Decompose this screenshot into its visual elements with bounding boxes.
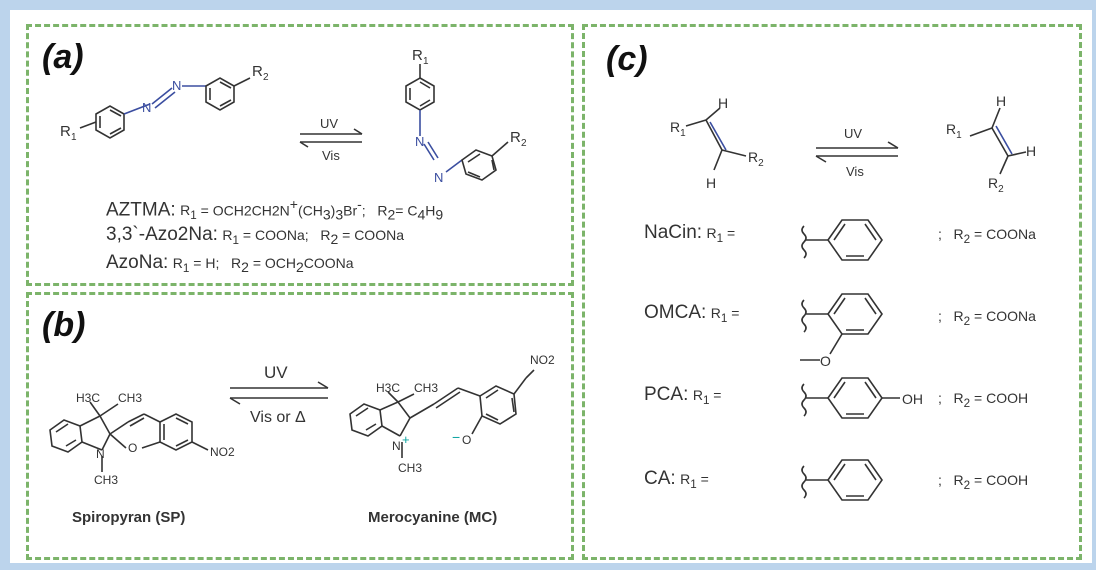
- azo-n-2: N: [172, 78, 181, 93]
- pca-oh: OH: [902, 391, 923, 407]
- cinnamate-structures: R1 H H R2 UV Vis R1 H H R2: [670, 93, 1036, 501]
- azobenzene-trans-structure: N N R 1 R 2 UV Vis N N R 1 R 2: [60, 47, 527, 185]
- omca-o: O: [820, 353, 831, 369]
- c-row-pca-r2: ; R2 = COOH: [938, 390, 1029, 410]
- a-row-aztma: AZTMA: R1 = OCH2CH2N+(CH3)3Br-; R2= C4H9: [106, 196, 444, 223]
- aztma-r1: = OCH: [200, 202, 244, 219]
- pca-r2: = COOH: [974, 390, 1029, 406]
- trans-r2-c: R2: [748, 149, 764, 169]
- trans-r1: R: [60, 123, 71, 140]
- mc-o: O: [462, 433, 471, 447]
- trans-h2: H: [706, 175, 716, 191]
- mc-no2: NO2: [530, 353, 555, 367]
- azona-r2: = OCH: [252, 255, 296, 271]
- mc-n-plus: +: [402, 432, 410, 447]
- trans-r1-sub: 1: [71, 132, 77, 143]
- sp-ch3-top: CH3: [118, 391, 142, 405]
- sp-h3c: H3C: [76, 391, 100, 405]
- a-row-azo2na: 3,3`-Azo2Na: R1 = COONa; R2 = COONa: [106, 224, 404, 248]
- azona-name: AzoNa:: [106, 252, 169, 273]
- a-arrow-uv: UV: [320, 116, 338, 131]
- azona-r1: = H;: [193, 255, 220, 271]
- c-row-nacin-r2: ; R2 = COONa: [938, 226, 1036, 246]
- cis-n-2: N: [434, 170, 443, 185]
- c-row-pca: PCA: R1 =: [644, 384, 722, 407]
- mc-ch3-top: CH3: [414, 381, 438, 395]
- panel-c-label: (c): [606, 40, 648, 78]
- omca-r2: = COONa: [974, 308, 1036, 324]
- azo-n-1: N: [142, 100, 151, 115]
- panel-b: [26, 292, 574, 560]
- azo2na-r1: = COONa;: [242, 227, 309, 243]
- sp-no2: NO2: [210, 445, 235, 459]
- mc-name: Merocyanine (MC): [368, 509, 497, 526]
- c-row-nacin: NaCin: R1 =: [644, 222, 736, 245]
- mc-o-minus: −: [452, 429, 460, 445]
- c-row-omca-r2: ; R2 = COONa: [938, 308, 1036, 328]
- cis-r1-c: R1: [946, 121, 962, 141]
- azo2na-r2: = COONa: [342, 227, 404, 243]
- spiropyran-merocyanine-structures: H3C CH3 N CH3 O NO2 Spiropyran (SP) UV V…: [49, 353, 555, 526]
- pca-name: PCA:: [644, 384, 689, 405]
- omca-name: OMCA:: [644, 302, 707, 323]
- nacin-name: NaCin:: [644, 222, 703, 243]
- trans-r2: R: [252, 63, 263, 80]
- cis-n-1: N: [415, 134, 424, 149]
- cis-r2: R: [510, 129, 521, 146]
- c-row-ca-r2: ; R2 = COOH: [938, 472, 1029, 492]
- cis-r1-sub: 1: [423, 56, 429, 67]
- azo2na-name: 3,3`-Azo2Na:: [106, 224, 218, 245]
- ca-r2: = COOH: [974, 472, 1029, 488]
- mc-h3c: H3C: [376, 381, 400, 395]
- aztma-name: AZTMA:: [106, 199, 176, 221]
- figure-canvas: (a) N N R 1 R 2 UV Vis: [10, 10, 1092, 563]
- trans-h1: H: [718, 95, 728, 111]
- panel-b-label: (b): [42, 306, 86, 344]
- cis-r2-sub: 2: [521, 138, 527, 149]
- ca-name: CA:: [644, 468, 676, 489]
- a-row-azona: AzoNa: R1 = H; R2 = OCH2COONa: [106, 252, 354, 276]
- cis-r2-c: R2: [988, 175, 1004, 195]
- c-row-ca: CA: R1 =: [644, 468, 709, 491]
- b-arrow-uv: UV: [264, 363, 288, 382]
- cis-h2: H: [1026, 143, 1036, 159]
- trans-r2-sub: 2: [263, 72, 269, 83]
- cis-r1: R: [412, 47, 423, 64]
- c-arrow-vis: Vis: [846, 164, 864, 179]
- a-arrow-vis: Vis: [322, 148, 340, 163]
- sp-o: O: [128, 441, 137, 455]
- c-row-omca: OMCA: R1 =: [644, 302, 740, 325]
- c-arrow-uv: UV: [844, 126, 862, 141]
- sp-n: N: [96, 447, 105, 461]
- nacin-r2: = COONa: [974, 226, 1036, 242]
- mc-n: N: [392, 439, 401, 453]
- mc-ch3-n: CH3: [398, 461, 422, 475]
- sp-name: Spiropyran (SP): [72, 509, 185, 526]
- aztma-r2: = C: [395, 202, 418, 219]
- panel-a: [26, 24, 574, 286]
- sp-ch3-n: CH3: [94, 473, 118, 487]
- b-arrow-vis: Vis or Δ: [250, 409, 306, 426]
- cis-h1: H: [996, 93, 1006, 109]
- panel-c: [582, 24, 1082, 560]
- panel-a-label: (a): [42, 38, 84, 76]
- trans-r1-c: R1: [670, 119, 686, 139]
